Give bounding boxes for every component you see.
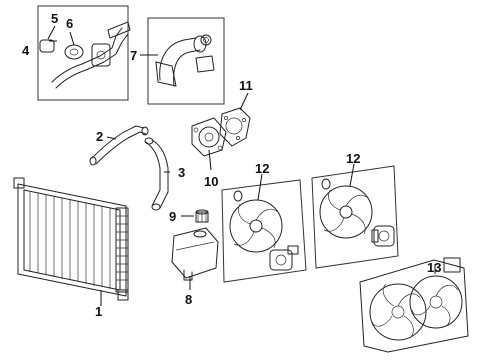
thermostat-housing-part xyxy=(39,21,131,89)
coolant-outlet-group-box xyxy=(147,17,225,105)
coolant-outlet-pipe-part xyxy=(155,34,215,87)
radiator-part xyxy=(13,177,129,301)
callout-5: 5 xyxy=(51,11,58,26)
leader-12-left xyxy=(257,173,263,201)
callout-12-right: 12 xyxy=(346,151,360,166)
thermostat-housing-group-box xyxy=(37,5,129,101)
callout-1: 1 xyxy=(95,304,102,319)
callout-9: 9 xyxy=(169,209,176,224)
leader-10 xyxy=(208,149,212,171)
callout-12-left: 12 xyxy=(255,161,269,176)
callout-7: 7 xyxy=(130,48,137,63)
callout-2: 2 xyxy=(96,129,103,144)
leader-12-right xyxy=(349,163,355,187)
leader-2 xyxy=(106,136,117,140)
callout-3: 3 xyxy=(178,165,185,180)
lower-radiator-hose-part xyxy=(144,137,169,211)
fan-assembly-right-part xyxy=(319,178,395,247)
surge-tank-cap-part xyxy=(195,209,209,223)
callout-4: 4 xyxy=(22,43,30,58)
fan-shroud-part xyxy=(359,257,469,353)
water-pump-part xyxy=(191,117,227,157)
callout-8: 8 xyxy=(185,292,192,307)
water-pump-gasket-part xyxy=(219,107,251,147)
surge-tank-part xyxy=(171,227,219,281)
callout-6: 6 xyxy=(66,16,73,31)
fan-assembly-left-part xyxy=(229,190,299,271)
callout-13: 13 xyxy=(427,260,441,275)
leader-11 xyxy=(239,92,249,111)
callout-11: 11 xyxy=(239,78,253,93)
leader-6 xyxy=(69,31,75,46)
upper-radiator-hose-part xyxy=(89,125,149,166)
fan-right-group-box xyxy=(311,165,399,269)
leader-5 xyxy=(47,25,56,40)
callout-10: 10 xyxy=(204,174,218,189)
fan-left-group-box xyxy=(221,179,307,283)
